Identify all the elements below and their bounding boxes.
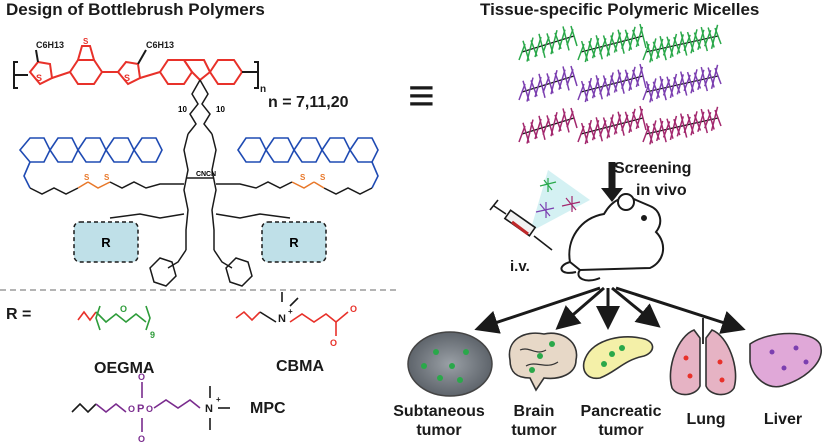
distribution-arrows	[474, 286, 746, 334]
fluorene-unit	[158, 59, 259, 89]
pancreatic-tumor-illustration	[582, 336, 654, 380]
bottlebrush-micelle	[642, 106, 722, 145]
r-group-label-left: R	[101, 235, 111, 250]
cbma-nitrogen: N	[278, 313, 286, 325]
bottlebrush-micelle	[577, 23, 647, 63]
bottlebrush-micelle	[577, 105, 647, 145]
cbma-label: CBMA	[276, 358, 324, 375]
target-line2: tumor	[598, 422, 644, 439]
disulfide-linker-left	[29, 181, 184, 195]
target-line1: Pancreatic	[580, 403, 662, 420]
right-section-title: Tissue-specific Polymeric Micelles	[480, 0, 760, 19]
target-liver: Liver	[748, 410, 818, 429]
drug-moiety-right	[237, 137, 379, 189]
mpc-label: MPC	[250, 400, 286, 417]
r-group-box-right	[261, 221, 327, 263]
mpc-structure	[71, 382, 230, 432]
thiophene-s-right: S	[124, 73, 130, 83]
mpc-oxygen-4: O	[138, 434, 145, 444]
disulfide-s2-right: S	[320, 173, 326, 182]
cbma-carbonyl-o: O	[330, 338, 337, 348]
equivalence-symbol: ≡	[408, 69, 435, 121]
brain-tumor-illustration	[508, 332, 578, 392]
target-line2: tumor	[416, 422, 462, 439]
r-group-box-left	[73, 221, 139, 263]
mpc-oxygen-1: O	[128, 404, 135, 414]
liver-illustration	[749, 332, 822, 388]
mpc-oxygen-3: O	[138, 372, 145, 382]
mpc-phosphorus: P	[137, 403, 144, 415]
mouse-illustration	[560, 193, 665, 282]
conjugated-backbone	[13, 45, 161, 89]
mpc-oxygen-2: O	[146, 404, 153, 414]
alkyl-chain-left-label: C6H13	[36, 40, 64, 50]
syringe	[489, 199, 553, 251]
disulfide-linker-right	[216, 181, 373, 195]
oegma-repeat: 9	[150, 330, 155, 340]
screening-arrow-head	[601, 188, 623, 202]
cyano-right: CN	[206, 171, 216, 178]
subcutaneous-tumor-illustration	[407, 331, 493, 397]
oegma-oxygen: O	[120, 304, 127, 314]
cyano-left: CN	[196, 171, 206, 178]
lung-illustration	[669, 318, 737, 396]
disulfide-s1-right: S	[300, 173, 306, 182]
repeat-unit-values: n = 7,11,20	[268, 94, 349, 111]
left-section-title: Design of Bottlebrush Polymers	[6, 0, 265, 19]
target-subcutaneous-tumor: Subtaneous tumor	[378, 402, 500, 440]
oegma-label: OEGMA	[94, 360, 155, 377]
target-line1: Brain	[513, 403, 555, 420]
disulfide-s2-left: S	[104, 173, 110, 182]
iv-injection-label: i.v.	[510, 258, 530, 275]
target-pancreatic-tumor: Pancreatic tumor	[566, 402, 676, 440]
disulfide-s1-left: S	[84, 173, 90, 182]
spacer-count-left: 10	[178, 105, 187, 114]
central-chains	[183, 133, 217, 250]
r-definition-label: R =	[6, 306, 32, 323]
bottlebrush-micelle	[518, 107, 578, 144]
target-line1: Liver	[763, 411, 803, 428]
mpc-charge: +	[216, 395, 221, 404]
in-vivo-label: in vivo	[636, 182, 687, 199]
cbma-charge: +	[288, 307, 293, 316]
drug-moiety-left	[18, 137, 163, 189]
target-brain-tumor: Brain tumor	[502, 402, 566, 440]
alkyl-spacers	[187, 79, 213, 135]
injection-beam	[530, 170, 590, 232]
screening-label: Screening	[614, 160, 692, 177]
bottlebrush-micelle	[518, 65, 578, 102]
thiophene-s-left: S	[36, 73, 42, 83]
target-line1: Lung	[686, 411, 726, 428]
spacer-count-right: 10	[216, 105, 225, 114]
bottlebrush-micelle	[518, 25, 578, 62]
side-chain-links	[109, 213, 291, 269]
oegma-structure	[77, 305, 151, 331]
dithioester-groups	[149, 257, 253, 287]
repeat-subscript: n	[260, 84, 266, 95]
cbma-structure	[235, 292, 349, 336]
injected-micelles	[535, 178, 581, 218]
alkyl-chain-right-label: C6H13	[146, 40, 174, 50]
cbma-carboxylate-o: O	[350, 304, 357, 314]
r-group-label-right: R	[289, 235, 299, 250]
bottlebrush-micelle	[577, 63, 647, 103]
target-line2: tumor	[511, 422, 557, 439]
mpc-nitrogen: N	[205, 403, 213, 415]
thiadiazole-s: S	[83, 37, 89, 46]
micelle-grid	[518, 23, 722, 145]
bottlebrush-micelle	[642, 64, 722, 103]
bottlebrush-micelle	[642, 24, 722, 63]
target-lung: Lung	[674, 410, 738, 429]
target-line1: Subtaneous	[393, 403, 485, 420]
